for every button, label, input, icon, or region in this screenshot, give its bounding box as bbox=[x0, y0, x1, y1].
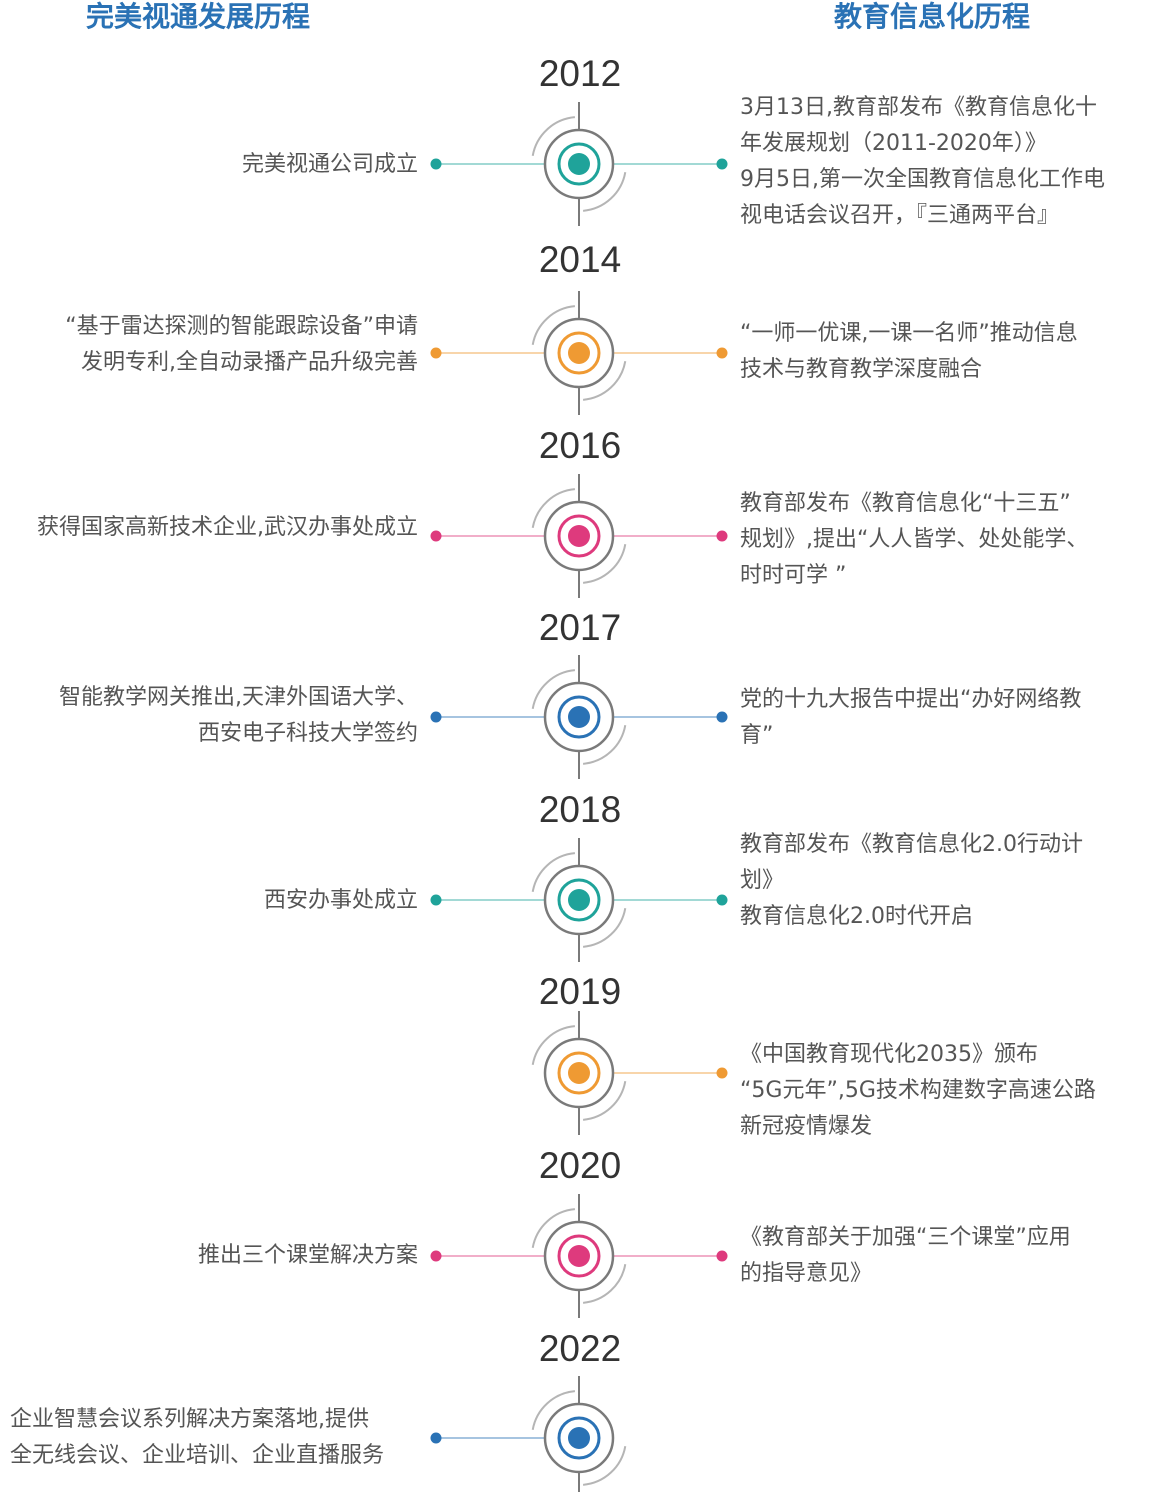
education-milestone-text: 《中国教育现代化2035》颁布 “5G元年”,5G技术构建数字高速公路 新冠疫情… bbox=[740, 1042, 1096, 1139]
education-milestone-text: 《教育部关于加强“三个课堂”应用 的指导意见》 bbox=[740, 1225, 1071, 1286]
outer-arc bbox=[531, 1025, 575, 1066]
outer-arc bbox=[531, 852, 575, 893]
node-center-dot bbox=[568, 1245, 590, 1267]
education-milestone-text: 党的十九大报告中提出“办好网络教 育” bbox=[740, 687, 1082, 748]
company-milestone-text: “基于雷达探测的智能跟踪设备”申请 发明专利,全自动录播产品升级完善 bbox=[65, 314, 418, 375]
company-milestone-text: 完美视通公司成立 bbox=[241, 152, 418, 177]
right-connector-dot bbox=[716, 347, 728, 359]
left-connector-dot bbox=[430, 347, 442, 359]
outer-arc bbox=[583, 171, 627, 212]
outer-arc bbox=[531, 669, 575, 710]
outer-arc bbox=[531, 1208, 575, 1249]
year-label: 2018 bbox=[538, 789, 622, 830]
outer-arc bbox=[583, 1080, 627, 1121]
year-label: 2016 bbox=[538, 425, 622, 466]
company-milestone-text: 获得国家高新技术企业,武汉办事处成立 bbox=[37, 515, 418, 540]
education-milestone-text: “一师一优课,一课一名师”推动信息 技术与教育教学深度融合 bbox=[740, 321, 1078, 382]
outer-arc bbox=[583, 543, 627, 584]
outer-arc bbox=[583, 907, 627, 948]
left-connector-dot bbox=[430, 711, 442, 723]
company-milestone-text: 西安办事处成立 bbox=[263, 888, 418, 913]
left-column-title: 完美视通发展历程 bbox=[86, 0, 311, 33]
outer-arc bbox=[583, 724, 627, 765]
company-milestone-text: 智能教学网关推出,天津外国语大学、 西安电子科技大学签约 bbox=[59, 685, 418, 746]
right-connector-dot bbox=[716, 1250, 728, 1262]
outer-arc bbox=[531, 488, 575, 529]
right-connector-dot bbox=[716, 894, 728, 906]
outer-arc bbox=[583, 360, 627, 401]
year-label: 2014 bbox=[538, 239, 622, 280]
left-connector-dot bbox=[430, 1250, 442, 1262]
right-connector-dot bbox=[716, 1067, 728, 1079]
year-label: 2019 bbox=[538, 971, 622, 1012]
education-milestone-text: 教育部发布《教育信息化“十三五” 规划》,提出“人人皆学、处处能学、 时时可学 … bbox=[740, 491, 1089, 588]
node-center-dot bbox=[568, 153, 590, 175]
education-milestone-text: 3月13日,教育部发布《教育信息化十 年发展规划（2011-2020年）》 9月… bbox=[740, 95, 1105, 228]
left-connector-dot bbox=[430, 158, 442, 170]
education-milestone-text: 教育部发布《教育信息化2.0行动计 划》 教育信息化2.0时代开启 bbox=[740, 832, 1083, 929]
right-connector-dot bbox=[716, 711, 728, 723]
company-milestone-text: 推出三个课堂解决方案 bbox=[197, 1243, 418, 1268]
left-connector-dot bbox=[430, 894, 442, 906]
outer-arc bbox=[583, 1445, 627, 1486]
year-label: 2020 bbox=[538, 1145, 622, 1186]
company-milestone-text: 企业智慧会议系列解决方案落地,提供 全无线会议、企业培训、企业直播服务 bbox=[10, 1407, 385, 1468]
node-center-dot bbox=[568, 342, 590, 364]
node-center-dot bbox=[568, 706, 590, 728]
node-center-dot bbox=[568, 889, 590, 911]
year-label: 2012 bbox=[538, 53, 622, 94]
outer-arc bbox=[531, 1390, 575, 1431]
year-label: 2022 bbox=[538, 1328, 622, 1369]
left-connector-dot bbox=[430, 1432, 442, 1444]
outer-arc bbox=[531, 305, 575, 346]
year-label: 2017 bbox=[538, 607, 622, 648]
outer-arc bbox=[583, 1263, 627, 1304]
node-center-dot bbox=[568, 525, 590, 547]
node-center-dot bbox=[568, 1062, 590, 1084]
right-connector-dot bbox=[716, 530, 728, 542]
right-connector-dot bbox=[716, 158, 728, 170]
right-column-title: 教育信息化历程 bbox=[834, 0, 1031, 33]
left-connector-dot bbox=[430, 530, 442, 542]
outer-arc bbox=[531, 116, 575, 157]
node-center-dot bbox=[568, 1427, 590, 1449]
